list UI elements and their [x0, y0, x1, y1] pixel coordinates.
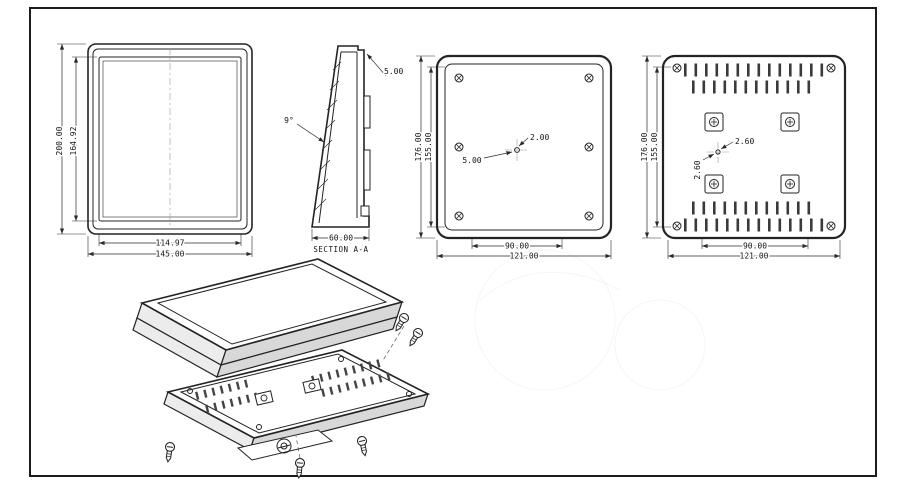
rear-mount-height-dim: 176.00: [414, 132, 423, 161]
screw-glyph: [162, 441, 176, 464]
cover-top-face: [139, 258, 405, 351]
section-outline: [311, 45, 370, 228]
mount-bracket: [236, 429, 334, 461]
base-top-face: [165, 349, 431, 439]
rear-vent-outline: [661, 54, 847, 240]
front-outer-height-dim: 200.00: [55, 126, 64, 155]
rear-mount-outline: [435, 54, 613, 240]
front-view: 200.00 164.92 114.97 145.00: [54, 43, 253, 260]
section-view: 9° 5.00 60.00 SECTION A-A: [283, 45, 405, 256]
rear-vent-height-dim: 176.00: [640, 132, 649, 161]
base-hole: [406, 391, 412, 397]
rear-mount-inner-height-dim: 155.00: [424, 132, 433, 161]
rear-mount-width-dim: 121.00: [510, 252, 539, 261]
front-inner-height-dim: 164.92: [69, 126, 78, 155]
rear-vent-inner-height-dim: 155.00: [650, 132, 659, 161]
screw-hole: [584, 211, 594, 221]
screw-hole: [454, 142, 464, 152]
section-top-thickness-dim: 5.00: [384, 67, 403, 76]
screw-glyph: [356, 435, 371, 458]
base-hole: [256, 424, 262, 430]
screw-glyph: [405, 326, 425, 349]
exploded-view: [132, 258, 431, 479]
mount-boss: [704, 174, 724, 194]
center-hole: [514, 147, 520, 153]
base-hole: [338, 356, 344, 362]
screw-hole: [672, 63, 682, 73]
section-depth-dim: 60.00: [329, 234, 353, 243]
mount-boss: [704, 112, 724, 132]
screw-hole: [454, 211, 464, 221]
front-outer-width-dim: 145.00: [156, 250, 185, 259]
rear-mount-offset-y-dim: 5.00: [462, 156, 481, 165]
vent-slots: [684, 63, 826, 232]
section-hatch: [314, 61, 342, 211]
front-inner-width-dim: 114.97: [156, 239, 185, 248]
rear-vent-offset-y-dim: 2.60: [693, 160, 702, 179]
mount-boss: [780, 112, 800, 132]
base-vents: [195, 359, 391, 413]
base-hole: [187, 388, 193, 394]
screw-hole: [672, 221, 682, 231]
screw-hole: [454, 73, 464, 83]
section-angle-label: 9°: [284, 116, 294, 125]
rear-mount-view: 2.00 5.00 176.00 155.00 90.00 121.00: [413, 54, 613, 262]
screw-hole: [826, 221, 836, 231]
screw-hole: [584, 73, 594, 83]
rear-vent-offset-x-dim: 2.60: [735, 137, 754, 146]
sheet-border: [29, 7, 877, 477]
screw-hole: [826, 63, 836, 73]
section-caption: SECTION A-A: [313, 245, 368, 254]
mount-boss: [780, 174, 800, 194]
section-clip-lower: [363, 149, 371, 191]
watermark: [474, 249, 706, 391]
section-clip-upper: [363, 95, 371, 129]
assembly-line: [381, 325, 405, 363]
assembly-line: [295, 435, 301, 459]
cover-screen: [156, 263, 388, 345]
screw-hole: [584, 142, 594, 152]
base-boss: [302, 378, 322, 394]
rear-vent-width-dim: 121.00: [740, 252, 769, 261]
rear-mount-span-dim: 90.00: [505, 242, 529, 251]
center-hole: [715, 149, 721, 155]
rear-vent-span-dim: 90.00: [743, 242, 767, 251]
rear-vent-view: 2.60 2.60 176.00 155.00 90.00 121.00: [639, 54, 847, 262]
rear-mount-offset-x-dim: 2.00: [530, 133, 549, 142]
base-boss: [254, 390, 274, 406]
